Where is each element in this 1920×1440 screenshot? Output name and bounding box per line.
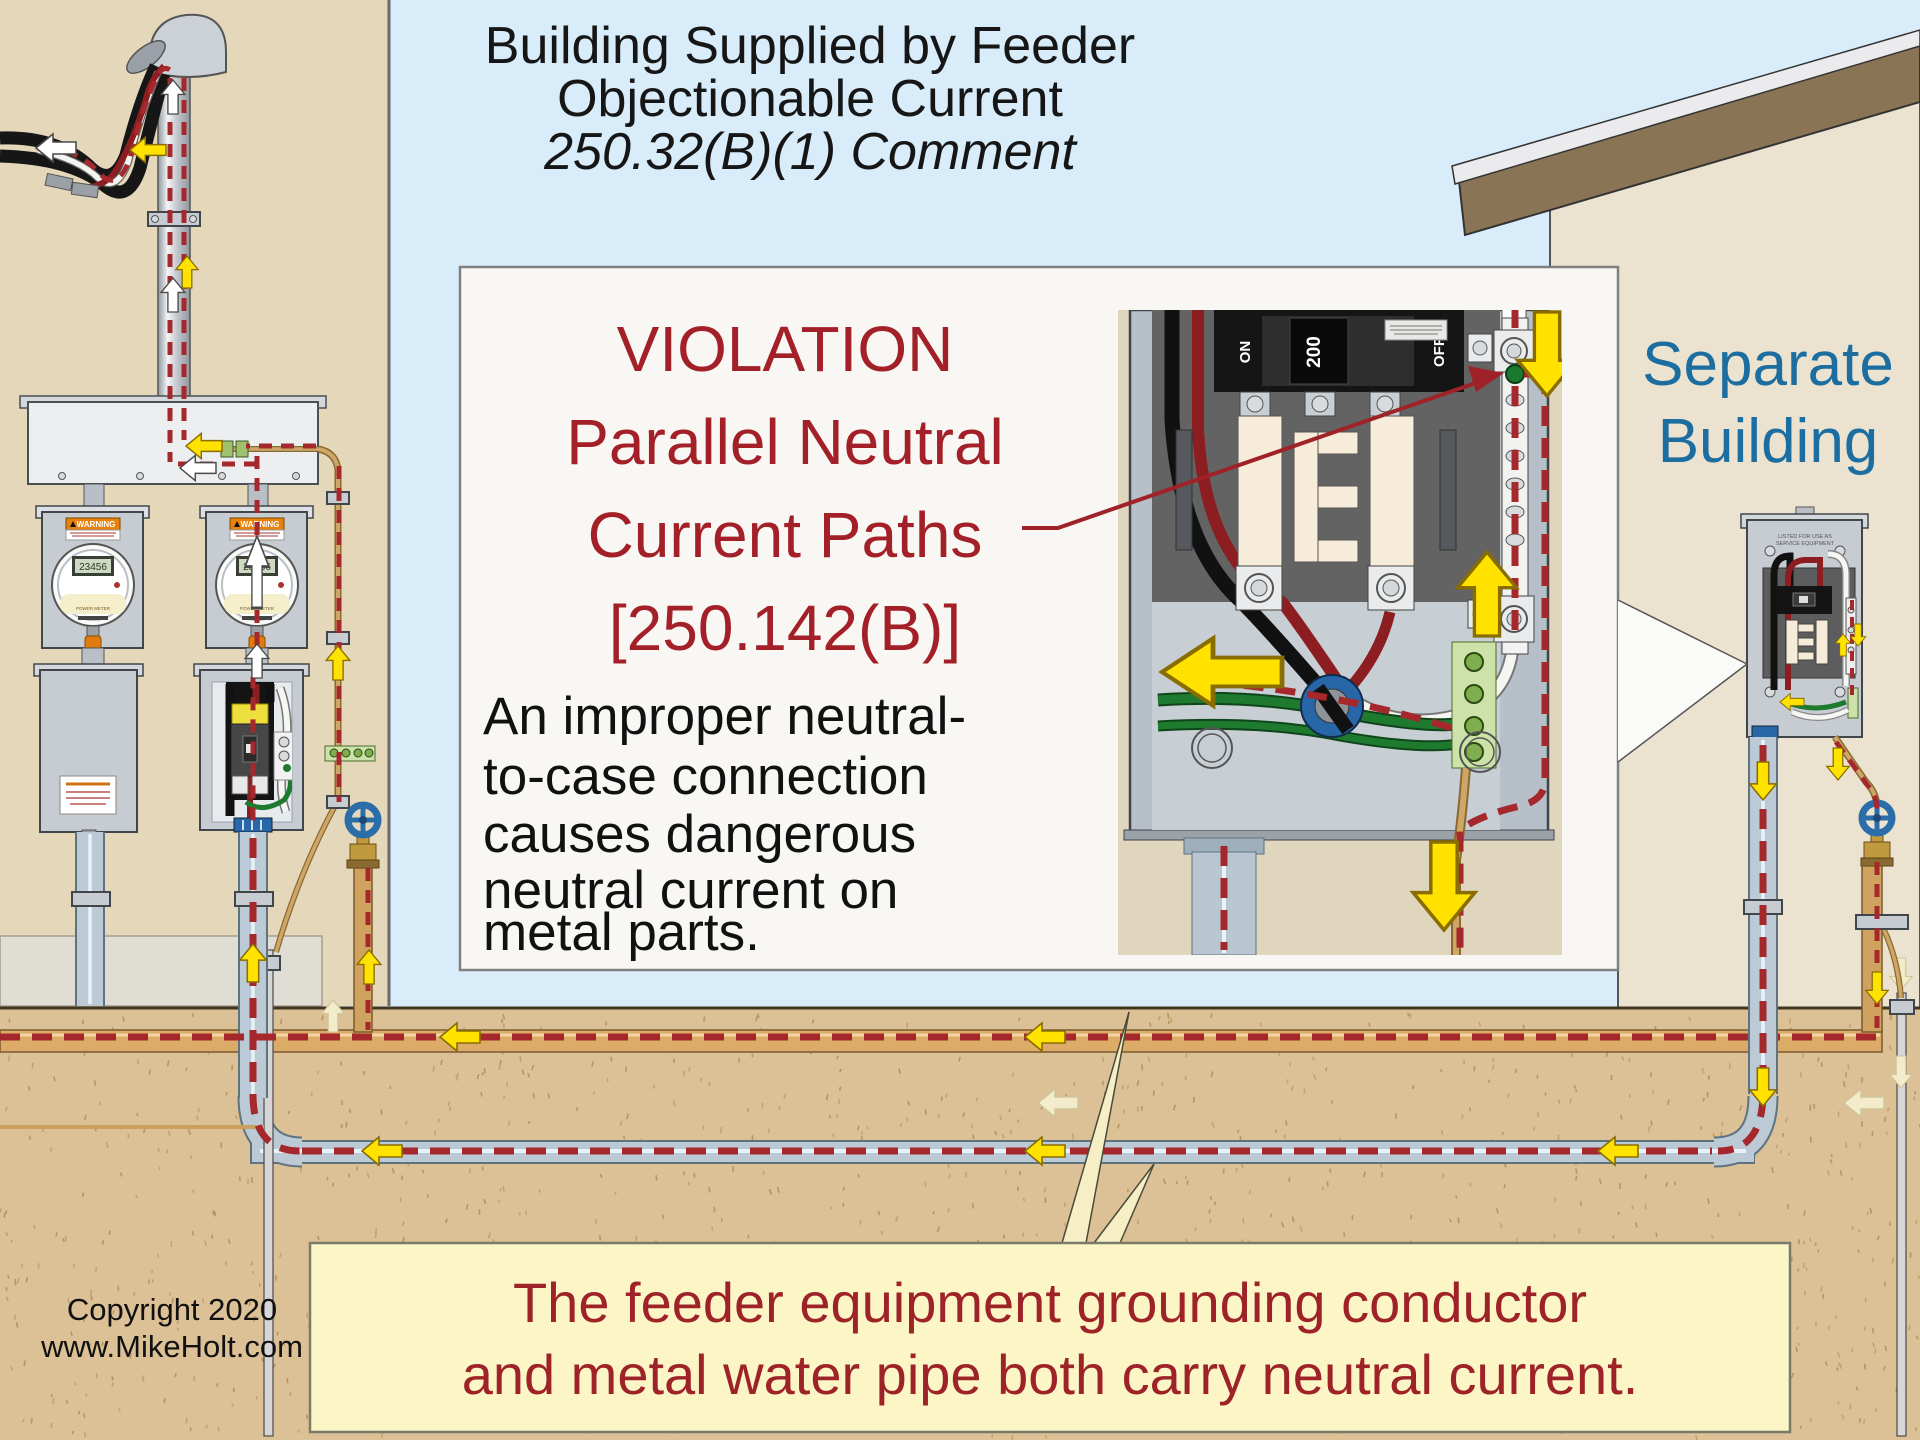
- violation-body-2: to-case connection: [483, 747, 928, 806]
- violation-body-1: An improper neutral-: [483, 687, 966, 746]
- copyright-line-2: www.MikeHolt.com: [40, 1329, 303, 1364]
- intersystem-bonding-bar: [324, 745, 376, 762]
- warning-text: WARNING: [77, 520, 116, 529]
- meter-warning-left: WARNING: [65, 517, 121, 541]
- conduit-strap-1: [71, 891, 111, 907]
- valve-wheel-icon: [344, 801, 382, 839]
- inset-pointer-wedge: [1618, 600, 1747, 762]
- panel-wire-red: [1785, 557, 1823, 690]
- panel-wire-white-2: [1791, 707, 1850, 720]
- dash-service-drop: [43, 66, 174, 183]
- dash-remote-conduit: [1717, 745, 1767, 1155]
- mast-strap: [147, 211, 201, 227]
- violation-pointer-line: [1022, 376, 1491, 530]
- breaker-label: [231, 703, 269, 725]
- page-text: Building Supplied by Feeder Objectionabl…: [40, 17, 1894, 1364]
- violation-body-5: metal parts.: [483, 903, 760, 962]
- ground-rod-left: [263, 949, 274, 1437]
- disconnect-left-label: [59, 775, 117, 815]
- hose-bibb-left: [344, 801, 382, 1033]
- meter-display: 23456: [79, 562, 107, 573]
- breaker-on-label: ON: [1237, 341, 1254, 364]
- disconnect-breaker: [230, 723, 270, 777]
- bottom-callout: The feeder equipment grounding conductor…: [308, 1011, 1792, 1434]
- service-drop-cable-2: [0, 72, 171, 199]
- ground-rod-clamp-right: [1889, 999, 1915, 1015]
- panel-bus: [1785, 619, 1829, 665]
- violation-heading-2: Parallel Neutral: [566, 406, 1004, 478]
- page-title-1: Building Supplied by Feeder: [485, 17, 1135, 75]
- roof-cap: [1451, 29, 1920, 185]
- underground-water-pipe: [0, 1029, 1883, 1053]
- weatherhead: [148, 13, 227, 78]
- copyright-line-1: Copyright 2020: [67, 1292, 277, 1327]
- panel-wire-white: [1827, 551, 1849, 686]
- closeup-bus: [1175, 391, 1457, 611]
- page-title-3: 250.32(B)(1) Comment: [543, 123, 1078, 181]
- gec-rod-branch: [274, 803, 338, 953]
- meter-left: 23456 POWER METER: [51, 543, 135, 659]
- warning-text: WARNING: [241, 520, 280, 529]
- panel-wire-black: [1770, 552, 1794, 690]
- remote-gec-rod: [1882, 929, 1903, 999]
- violation-heading-1: VIOLATION: [617, 313, 954, 385]
- inset-callout: VIOLATION Parallel Neutral Current Paths…: [458, 265, 1748, 972]
- gec-clamp-2: [235, 440, 249, 458]
- dash-feeder-riser: [249, 838, 301, 1155]
- violation-body-3: causes dangerous: [483, 805, 916, 864]
- crimp-splice-2: [70, 181, 100, 199]
- bonding-screw: [1505, 364, 1525, 384]
- gec-clamp-1: [220, 440, 234, 458]
- violation-heading-4: [250.142(B)]: [609, 592, 961, 664]
- callout-text-1: The feeder equipment grounding conductor: [513, 1271, 1587, 1334]
- water-riser-strap: [1855, 914, 1909, 930]
- callout-text-2: and metal water pipe both carry neutral …: [462, 1343, 1639, 1406]
- separate-building-label-1: Separate: [1642, 330, 1894, 399]
- closeup-wire-red-2: [1343, 610, 1396, 694]
- violation-body-4: neutral current on: [483, 861, 898, 920]
- panel-bushing: [1751, 725, 1779, 739]
- panel-closeup-picture: 200 ON OFF: [1118, 310, 1562, 955]
- breaker-off-label: OFF: [1431, 337, 1448, 367]
- meter-brand: POWER METER: [76, 606, 111, 611]
- violation-pointer-arrowhead: [1468, 366, 1504, 392]
- current-paths-left: [35, 66, 382, 1155]
- dash-remote-gec: [1833, 740, 1880, 811]
- callout-box: [308, 1241, 1792, 1434]
- breaker-rating: 200: [1304, 336, 1325, 368]
- current-paths-underground: [0, 957, 1913, 1166]
- wireway: [27, 401, 319, 485]
- listed-label-1: LISTED FOR USE AS: [1778, 534, 1832, 540]
- separate-building-label-2: Building: [1658, 407, 1879, 476]
- violation-heading-3: Current Paths: [588, 499, 983, 571]
- page-title-2: Objectionable Current: [557, 70, 1063, 128]
- crimp-splice-1: [44, 172, 74, 192]
- disconnect-right-wiring: [225, 682, 292, 820]
- listed-label-2: SERVICE EQUIPMENT: [1776, 541, 1835, 547]
- separate-building-equipment: LISTED FOR USE AS SERVICE EQUIPMENT: [1717, 506, 1909, 1155]
